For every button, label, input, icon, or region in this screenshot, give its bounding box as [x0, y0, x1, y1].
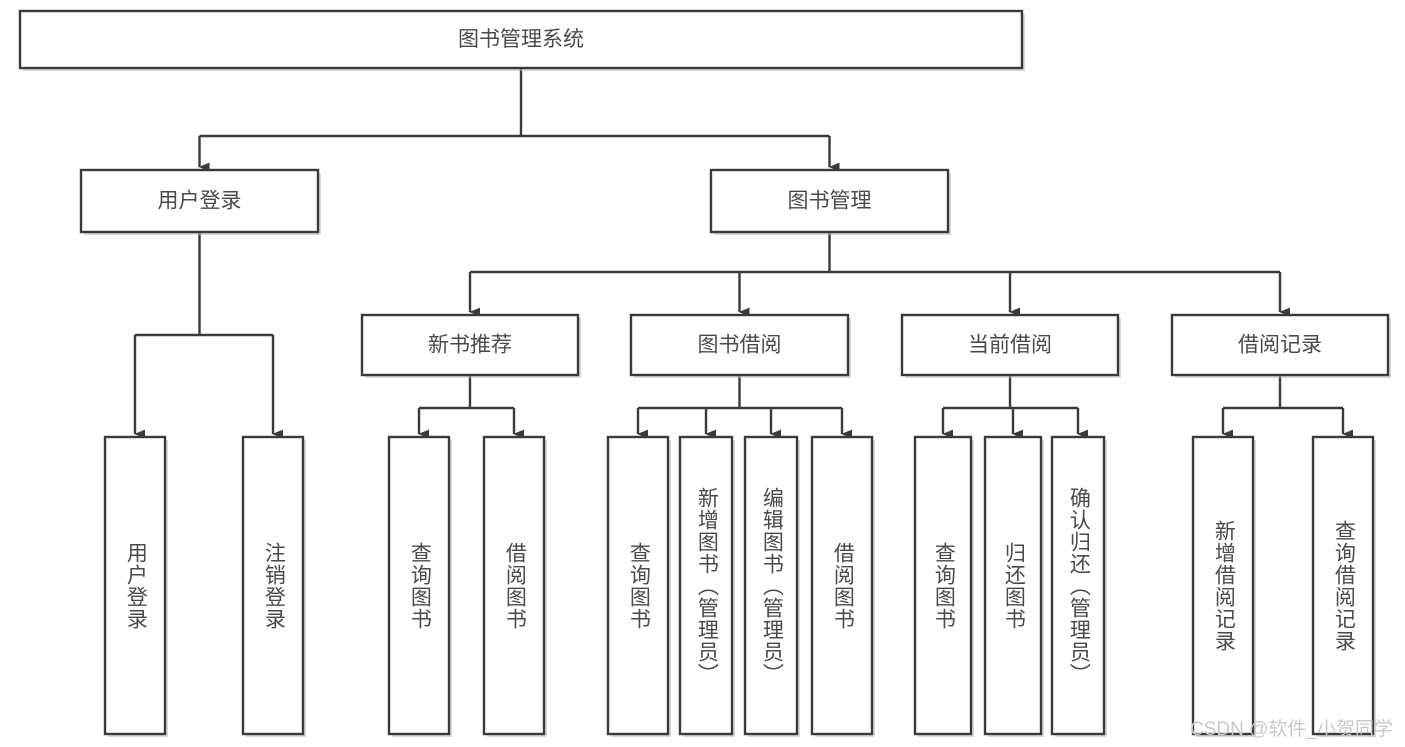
- leaf-node-box-10[interactable]: [1050, 435, 1106, 736]
- level2-node-label-1: 图书管理: [788, 190, 872, 213]
- level3-node-box-3[interactable]: [1170, 313, 1390, 377]
- connector-lines: [133, 68, 1354, 439]
- leaf-node-box-3[interactable]: [482, 435, 546, 736]
- level3-node-label-1: 图书借阅: [698, 334, 782, 357]
- leaf-node-box-5[interactable]: [678, 435, 734, 736]
- root-node-box[interactable]: [18, 9, 1024, 70]
- level2-node-box-0[interactable]: [79, 168, 320, 234]
- leaf-node-box-12[interactable]: [1311, 435, 1375, 736]
- node-boxes: [18, 9, 1391, 737]
- leaf-node-box-1[interactable]: [241, 435, 305, 736]
- level3-node-box-1[interactable]: [629, 313, 850, 377]
- leaf-node-box-11[interactable]: [1191, 435, 1255, 736]
- leaf-node-box-7[interactable]: [810, 435, 874, 736]
- level3-node-label-3: 借阅记录: [1238, 334, 1322, 357]
- level3-node-label-0: 新书推荐: [428, 334, 512, 357]
- level2-node-box-1[interactable]: [709, 168, 950, 234]
- leaf-node-box-6[interactable]: [743, 435, 799, 736]
- leaf-node-box-4[interactable]: [606, 435, 670, 736]
- root-node-label: 图书管理系统: [458, 28, 584, 51]
- level3-node-box-0[interactable]: [360, 313, 580, 377]
- level2-node-label-0: 用户登录: [158, 190, 242, 213]
- leaf-node-box-8[interactable]: [913, 435, 973, 736]
- leaf-node-box-9[interactable]: [983, 435, 1043, 736]
- level3-node-box-2[interactable]: [900, 313, 1120, 377]
- level3-node-label-2: 当前借阅: [968, 334, 1052, 357]
- leaf-node-box-0[interactable]: [103, 435, 167, 736]
- watermark-text: CSDN @软件_小贺同学: [1190, 719, 1393, 740]
- leaf-node-box-2[interactable]: [387, 435, 451, 736]
